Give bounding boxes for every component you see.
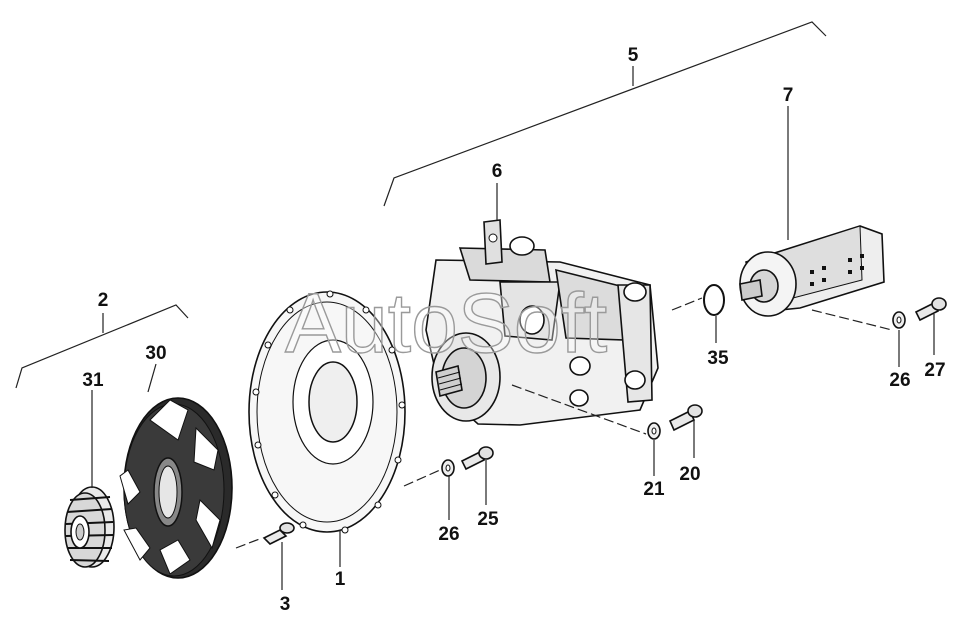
leader-lines xyxy=(91,106,935,590)
callout-26-left: 26 xyxy=(438,524,459,545)
gear-pump-part-7 xyxy=(739,225,885,317)
callout-2: 2 xyxy=(98,290,109,311)
callout-6: 6 xyxy=(492,161,503,182)
callout-7: 7 xyxy=(783,85,794,106)
flange-plate-part-1 xyxy=(248,290,406,534)
washer-part-26b xyxy=(892,311,906,329)
callout-20: 20 xyxy=(679,464,700,485)
callout-1: 1 xyxy=(335,569,346,590)
callout-30: 30 xyxy=(145,343,166,364)
gear-part-31 xyxy=(64,486,115,568)
hydraulic-pump-assembly xyxy=(425,219,659,426)
washer-part-26a xyxy=(441,459,455,477)
callout-3: 3 xyxy=(280,594,291,615)
callout-27: 27 xyxy=(924,360,945,381)
screw-part-27 xyxy=(914,297,947,322)
washer-part-21 xyxy=(647,422,661,440)
callout-26-right: 26 xyxy=(889,370,910,391)
screw-part-3 xyxy=(262,522,295,545)
coupling-disc-part-30 xyxy=(119,397,233,579)
screw-part-25 xyxy=(460,446,494,471)
callout-21: 21 xyxy=(643,479,665,500)
callout-5: 5 xyxy=(628,45,639,66)
group-bracket-2 xyxy=(15,304,189,389)
screw-part-20 xyxy=(668,404,703,432)
callout-25: 25 xyxy=(477,509,499,530)
group-bracket-5 xyxy=(383,21,827,207)
o-ring-part-35 xyxy=(703,284,725,316)
callout-31: 31 xyxy=(82,370,104,391)
callout-35: 35 xyxy=(707,348,729,369)
watermark-text: AutoSoft xyxy=(285,276,607,370)
